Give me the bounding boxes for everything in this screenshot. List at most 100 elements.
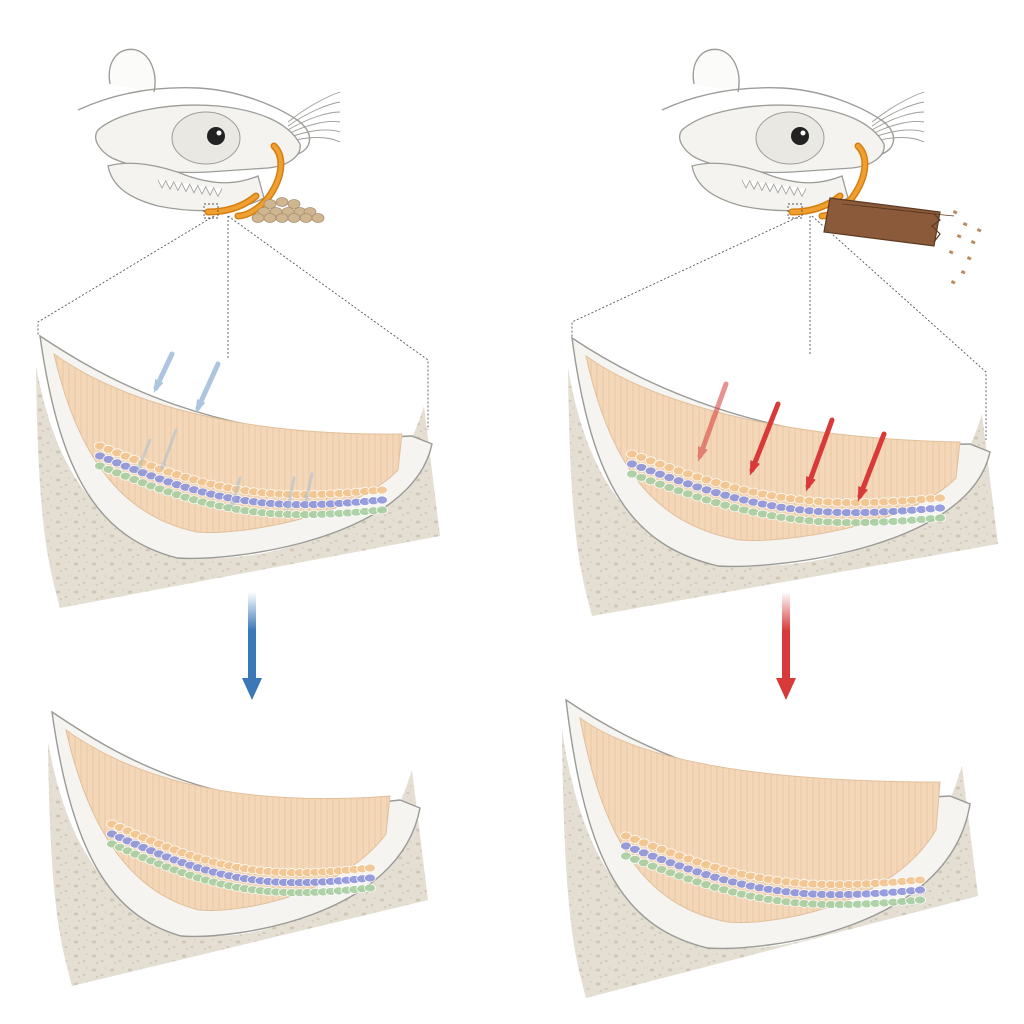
- arrow-head: [304, 494, 311, 504]
- rat-skull-icon: [661, 48, 982, 285]
- lower-incisor-highlight: [206, 194, 258, 214]
- molar: [789, 187, 799, 197]
- whisker: [287, 101, 341, 127]
- eye-highlight: [216, 130, 222, 136]
- whisker: [287, 121, 341, 135]
- whisker: [871, 121, 925, 135]
- panel-soft-diet: [36, 48, 440, 986]
- arrow-head: [153, 379, 164, 393]
- tooth-section-soft-before: [36, 334, 440, 608]
- arrow-shaft: [304, 472, 314, 502]
- cell: [364, 873, 376, 883]
- molar: [189, 184, 199, 194]
- cell: [376, 485, 388, 495]
- eye-icon: [207, 127, 225, 145]
- faint-force-arrow: [304, 472, 314, 504]
- arrow-shaft: [136, 438, 152, 472]
- cell: [914, 875, 926, 885]
- arrow-shaft: [857, 431, 887, 499]
- eye-highlight: [800, 130, 806, 136]
- arrow-head: [749, 460, 760, 476]
- wood-chip: [962, 222, 968, 227]
- eye-icon: [791, 127, 809, 145]
- stratum-intermedium-layer: [106, 829, 376, 888]
- wood-chip: [976, 228, 982, 233]
- cell: [364, 863, 376, 873]
- cell: [635, 463, 648, 472]
- odontoblast-layer: [626, 449, 946, 508]
- strong-force-arrow: [857, 431, 887, 502]
- molar: [765, 183, 775, 193]
- ear-outline: [692, 48, 740, 93]
- cell: [626, 449, 638, 459]
- cell: [635, 453, 648, 462]
- arrow-shaft: [697, 381, 729, 459]
- odontoblast-layer: [106, 819, 376, 878]
- arrow-shaft: [286, 476, 296, 510]
- arrow-shaft: [195, 361, 221, 411]
- pellet: [299, 213, 313, 223]
- splintered-end: [931, 213, 941, 243]
- tooth-section-hard-after: [562, 698, 978, 998]
- molar: [773, 184, 783, 194]
- faint-force-arrow: [136, 438, 152, 474]
- cell: [914, 885, 926, 895]
- pellet: [263, 199, 277, 209]
- whisker: [871, 101, 925, 127]
- rat-skull-icon: [77, 48, 341, 223]
- faint-force-arrow: [230, 476, 242, 510]
- cell: [644, 456, 657, 466]
- cell: [934, 513, 946, 523]
- cell: [376, 495, 388, 505]
- wood-chip: [956, 234, 962, 239]
- molar: [749, 181, 759, 191]
- stratum-intermedium-layer: [620, 841, 926, 900]
- arrow-head: [857, 486, 868, 502]
- pellet: [275, 197, 289, 207]
- wood-chip: [952, 210, 958, 215]
- pulp-cell-layer: [620, 851, 926, 910]
- cell: [626, 459, 638, 469]
- arrow-head: [805, 476, 816, 492]
- pellet: [263, 213, 277, 223]
- pulp-cell-layer: [106, 839, 376, 898]
- outcome-arrow-shaft: [248, 592, 256, 678]
- strong-force-arrow: [805, 417, 835, 492]
- molar: [213, 188, 223, 198]
- zoom-box: [787, 203, 803, 219]
- tooth-section-soft-after: [48, 710, 428, 986]
- weak-force-arrow: [153, 351, 175, 393]
- arrow-head: [285, 502, 293, 512]
- odontoblast-layer: [620, 831, 926, 890]
- molar: [197, 185, 207, 195]
- zoom-guide-left: [571, 215, 801, 338]
- soft-pellets-icon: [251, 197, 325, 223]
- stratum-intermedium-layer: [94, 451, 388, 510]
- zoom-box: [203, 203, 219, 219]
- arrow-shaft: [230, 476, 242, 508]
- cell: [644, 466, 657, 476]
- stick-body: [823, 197, 941, 247]
- zoom-guide-left: [37, 215, 215, 336]
- arrow-shaft: [805, 417, 835, 489]
- arrow-shaft: [749, 401, 781, 473]
- molar: [757, 182, 767, 192]
- whisker: [871, 91, 925, 123]
- pellet: [251, 213, 265, 223]
- panel-hard-diet: [562, 48, 998, 998]
- wood-chip: [950, 279, 956, 285]
- eye-socket: [171, 111, 241, 165]
- molar: [741, 179, 751, 189]
- whisker: [871, 111, 925, 131]
- cell: [934, 493, 946, 503]
- molar: [205, 187, 215, 197]
- weak-force-arrow: [195, 361, 221, 413]
- zoom-guide-right: [227, 215, 429, 430]
- pulp-cell-layer: [94, 461, 388, 520]
- odontoblast-layer: [94, 441, 388, 500]
- faint-force-arrow: [160, 428, 178, 472]
- cell: [914, 895, 926, 905]
- whisker: [287, 91, 341, 123]
